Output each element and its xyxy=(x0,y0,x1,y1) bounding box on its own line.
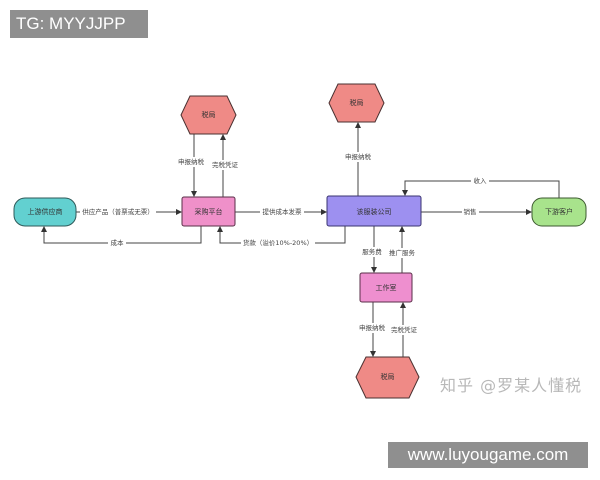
node-tax-bureau-3: 税局 xyxy=(355,356,420,399)
node-downstream-customer: 下游客户 xyxy=(531,197,587,227)
node-procurement-platform: 采购平台 xyxy=(181,196,236,227)
edge-payment: 货款（溢价10%-20%） xyxy=(217,226,346,248)
edge-supply: 供应产品（普票或无票） xyxy=(76,207,182,217)
svg-text:税局: 税局 xyxy=(350,98,364,107)
edge-label: 供应产品（普票或无票） xyxy=(82,207,154,216)
edge-studio-declare: 申报纳税 xyxy=(357,302,387,357)
edge-company-declare: 申报纳税 xyxy=(343,122,373,196)
svg-text:上游供应商: 上游供应商 xyxy=(28,207,63,216)
edge-label: 收入 xyxy=(474,176,488,185)
edge-label: 完税凭证 xyxy=(212,160,239,169)
edge-label: 提供成本发票 xyxy=(263,207,303,216)
edge-label: 推广服务 xyxy=(389,248,416,257)
edge-sales: 销售 xyxy=(421,207,532,217)
edge-cost: 成本 xyxy=(41,226,202,248)
svg-text:采购平台: 采购平台 xyxy=(195,207,223,216)
svg-text:税局: 税局 xyxy=(381,372,395,381)
edge-invoice: 提供成本发票 xyxy=(235,207,327,217)
edge-service-fee: 服务费 xyxy=(360,226,384,273)
edge-platform-declare: 申报纳税 xyxy=(176,134,206,197)
svg-text:下游客户: 下游客户 xyxy=(545,207,573,216)
zhihu-watermark: 知乎 @罗某人懂税 xyxy=(440,376,583,395)
svg-text:税局: 税局 xyxy=(202,110,216,119)
svg-text:工作室: 工作室 xyxy=(376,283,397,292)
edge-label: 销售 xyxy=(464,207,477,216)
svg-text:该服装公司: 该服装公司 xyxy=(357,207,392,216)
edge-label: 申报纳税 xyxy=(359,323,386,332)
node-clothing-company: 该服装公司 xyxy=(326,195,422,227)
edge-label: 申报纳税 xyxy=(178,157,205,166)
node-tax-bureau-2: 税局 xyxy=(328,83,385,123)
edge-label: 成本 xyxy=(111,238,125,247)
edge-label: 完税凭证 xyxy=(391,325,418,334)
edge-platform-certificate: 完税凭证 xyxy=(209,134,241,197)
edge-label: 服务费 xyxy=(362,247,382,256)
node-upstream-supplier: 上游供应商 xyxy=(13,197,77,227)
node-tax-bureau-1: 税局 xyxy=(180,95,237,135)
edge-label: 货款（溢价10%-20%） xyxy=(243,238,313,247)
node-studio: 工作室 xyxy=(359,272,413,303)
site-banner: www.luyougame.com xyxy=(388,442,588,468)
edge-promotion: 推广服务 xyxy=(387,226,417,273)
edge-studio-certificate: 完税凭证 xyxy=(388,302,420,357)
edge-label: 申报纳税 xyxy=(345,152,372,161)
edge-income: 收入 xyxy=(402,176,560,198)
tg-banner: TG: MYYJJPP xyxy=(10,10,148,38)
